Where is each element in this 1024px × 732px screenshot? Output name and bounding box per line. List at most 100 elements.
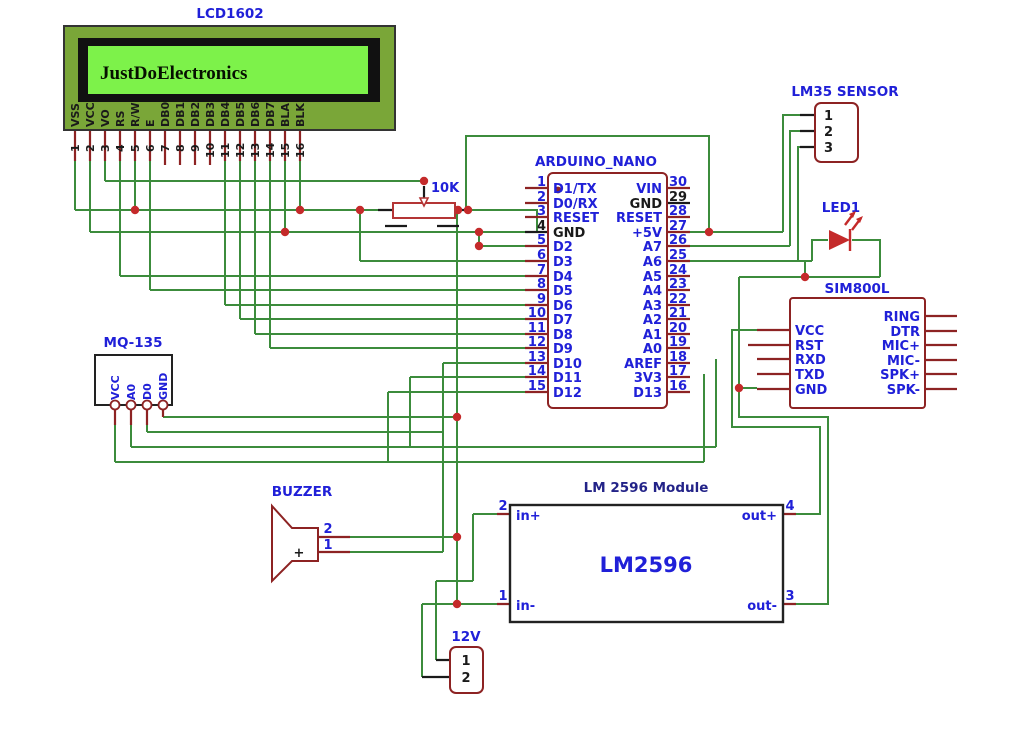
svg-text:2: 2	[461, 671, 470, 686]
svg-text:2: 2	[824, 125, 833, 140]
svg-text:1: 1	[461, 654, 470, 669]
sim800l-component[interactable]: SIM800L VCC RST RXD TXD GND RING DTR MIC…	[789, 281, 926, 409]
lm2596-out-plus-label: out+	[742, 509, 777, 524]
buzzer-component[interactable]: BUZZER + 2 1	[271, 484, 333, 584]
svg-text:23: 23	[669, 277, 687, 292]
led-triangle[interactable]	[829, 230, 850, 250]
svg-text:9: 9	[189, 144, 202, 152]
v12-body[interactable]	[449, 646, 484, 694]
svg-text:25: 25	[669, 248, 687, 263]
svg-text:D4: D4	[553, 270, 573, 285]
svg-text:A6: A6	[643, 255, 662, 270]
lm2596-title: LM 2596 Module	[584, 480, 709, 496]
svg-text:16: 16	[294, 142, 307, 158]
lcd-pin-numbers: 1 2 3 4 5 6 7 8 9 10 11 12 13 14 15 16	[69, 142, 307, 158]
lm2596-name: LM2596	[600, 553, 693, 577]
svg-text:A0: A0	[125, 383, 138, 400]
buzzer-body[interactable]	[271, 503, 319, 584]
wires-black-stubs	[378, 113, 815, 679]
svg-text:14: 14	[528, 364, 546, 379]
wires-red-stubs	[73, 130, 957, 606]
mq135-body[interactable]	[94, 354, 173, 406]
svg-text:A1: A1	[643, 328, 662, 343]
svg-text:A4: A4	[643, 284, 662, 299]
lm35-component[interactable]: LM35 SENSOR 1 2 3	[791, 84, 899, 163]
svg-text:17: 17	[669, 364, 687, 379]
svg-text:9: 9	[537, 292, 546, 307]
svg-text:21: 21	[669, 306, 687, 321]
lcd-display	[88, 46, 368, 94]
v12-component[interactable]: 12V 1 2	[449, 629, 484, 694]
lm35-title: LM35 SENSOR	[791, 84, 899, 100]
mq135-component[interactable]: MQ-135 VCC A0 D0 GND	[94, 335, 173, 411]
svg-text:VSS: VSS	[69, 103, 82, 127]
svg-text:D0/RX: D0/RX	[553, 197, 598, 212]
svg-text:DB0: DB0	[159, 101, 172, 127]
svg-text:BLK: BLK	[294, 103, 307, 127]
sim800l-title: SIM800L	[825, 281, 890, 297]
svg-text:16: 16	[669, 379, 687, 394]
svg-text:30: 30	[669, 175, 687, 190]
potentiometer-component[interactable]: 10K	[392, 181, 460, 219]
svg-text:A0: A0	[643, 342, 662, 357]
svg-text:20: 20	[669, 321, 687, 336]
svg-text:D3: D3	[553, 255, 573, 270]
svg-text:VIN: VIN	[636, 182, 662, 197]
svg-text:29: 29	[669, 190, 687, 205]
svg-text:RING: RING	[884, 310, 920, 325]
svg-text:E: E	[144, 119, 157, 127]
svg-text:8: 8	[174, 144, 187, 152]
v12-title: 12V	[451, 629, 481, 645]
svg-text:6: 6	[144, 144, 157, 152]
led-component[interactable]: LED1	[822, 200, 863, 251]
svg-text:2: 2	[84, 144, 97, 152]
svg-text:14: 14	[264, 142, 277, 158]
wires-green[interactable]	[74, 114, 881, 677]
lcd1602-component[interactable]: LCD1602 JustDoElectronics VSS VCC VO RS …	[63, 6, 396, 158]
svg-text:BLA: BLA	[279, 103, 292, 127]
arduino-pin1-marker	[554, 186, 562, 194]
svg-text:2: 2	[537, 190, 546, 205]
svg-text:27: 27	[669, 219, 687, 234]
lm2596-component[interactable]: LM 2596 Module LM2596 in+ in- out+ out- …	[498, 480, 795, 624]
lm2596-body[interactable]	[508, 503, 785, 624]
sim800l-left-labels: VCC RST RXD TXD GND	[795, 324, 828, 398]
svg-text:A2: A2	[643, 313, 662, 328]
mq135-title: MQ-135	[104, 335, 163, 351]
sim800l-right-labels: RING DTR MIC+ MIC- SPK+ SPK-	[880, 310, 920, 398]
svg-text:8: 8	[537, 277, 546, 292]
svg-text:DB5: DB5	[234, 102, 247, 127]
buzzer-title: BUZZER	[272, 484, 333, 500]
lm35-pin-numbers: 1 2 3	[824, 109, 833, 156]
svg-text:DB3: DB3	[204, 102, 217, 127]
svg-text:DB2: DB2	[189, 102, 202, 127]
svg-text:5: 5	[129, 144, 142, 152]
lm2596-out-minus-label: out-	[747, 599, 777, 614]
arduino-body[interactable]	[547, 172, 668, 409]
pot-wiper-arrow	[418, 197, 430, 208]
svg-text:6: 6	[537, 248, 546, 263]
svg-text:RESET: RESET	[616, 211, 662, 226]
svg-text:3: 3	[824, 141, 833, 156]
svg-text:D8: D8	[553, 328, 573, 343]
sim800l-body[interactable]	[789, 297, 926, 409]
svg-text:D6: D6	[553, 299, 573, 314]
svg-text:4: 4	[114, 144, 127, 152]
svg-text:D12: D12	[553, 386, 582, 401]
lm2596-pin4-number: 4	[785, 499, 794, 514]
svg-text:VCC: VCC	[795, 324, 824, 339]
svg-text:13: 13	[528, 350, 546, 365]
lm35-body[interactable]	[814, 102, 859, 163]
svg-text:D1/TX: D1/TX	[553, 182, 596, 197]
svg-text:1: 1	[824, 109, 833, 124]
svg-text:MIC+: MIC+	[882, 339, 920, 354]
svg-text:11: 11	[528, 321, 546, 336]
lm2596-in-minus-label: in-	[516, 599, 535, 614]
svg-text:15: 15	[528, 379, 546, 394]
svg-text:3: 3	[537, 204, 546, 219]
v12-pin-numbers: 1 2	[461, 654, 470, 686]
svg-text:A7: A7	[643, 240, 662, 255]
